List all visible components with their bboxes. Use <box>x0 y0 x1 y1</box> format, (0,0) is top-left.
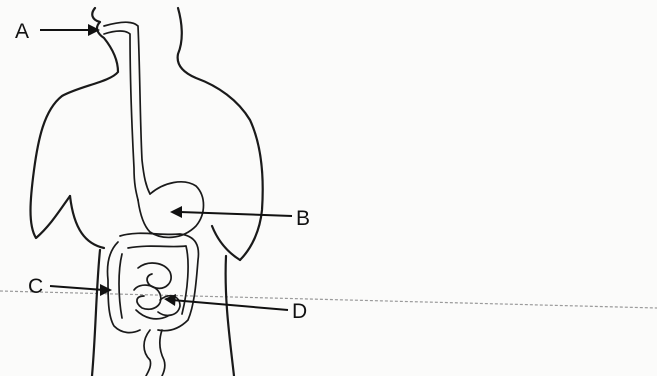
rectum <box>144 330 165 376</box>
pointer-b <box>170 206 292 218</box>
label-d: D <box>292 301 307 322</box>
body-outline <box>31 8 263 376</box>
pointer-a <box>40 24 100 36</box>
small-intestine <box>134 263 180 319</box>
label-a: A <box>15 21 29 42</box>
large-intestine <box>107 233 198 332</box>
scan-line <box>0 291 657 308</box>
label-b: B <box>296 208 310 229</box>
label-c: C <box>28 276 43 297</box>
pointer-c <box>50 284 112 296</box>
